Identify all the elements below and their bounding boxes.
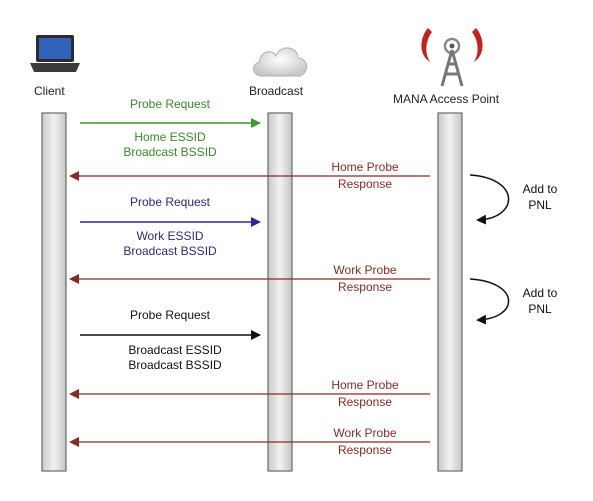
probe2-title: Probe Request xyxy=(129,195,211,209)
broadcast-lifeline xyxy=(267,112,293,472)
probe1-line1: Home ESSID xyxy=(134,130,206,144)
probe2-line1: Work ESSID xyxy=(136,229,204,243)
resp4-line2: Response xyxy=(337,443,393,457)
note2-line1: Add to xyxy=(522,286,558,300)
client-label: Client xyxy=(34,84,65,98)
resp2-line1: Work Probe xyxy=(333,263,397,277)
probe1-line2: Broadcast BSSID xyxy=(123,145,217,159)
antenna-tower-icon xyxy=(421,28,483,87)
note2-line2: PNL xyxy=(528,302,552,316)
resp3-line1: Home Probe xyxy=(331,378,399,392)
ap-lifeline xyxy=(437,112,463,472)
add-to-pnl-loop-1 xyxy=(469,174,510,225)
probe3-line2: Broadcast BSSID xyxy=(128,358,222,372)
probe3-title: Probe Request xyxy=(129,308,211,322)
probe3-line1: Broadcast ESSID xyxy=(128,343,222,357)
add-to-pnl-loop-2 xyxy=(469,278,510,325)
resp4-line1: Work Probe xyxy=(333,426,397,440)
note1-line2: PNL xyxy=(528,198,552,212)
probe2-line2: Broadcast BSSID xyxy=(123,244,217,258)
resp1-line1: Home Probe xyxy=(331,160,399,174)
laptop-icon xyxy=(30,35,80,72)
probe1-title: Probe Request xyxy=(129,97,211,111)
broadcast-label: Broadcast xyxy=(249,84,304,98)
client-lifeline xyxy=(41,112,67,472)
ap-label: MANA Access Point xyxy=(393,92,500,106)
add-to-pnl-note-2: Add to PNL xyxy=(512,285,568,317)
resp1-line2: Response xyxy=(337,177,393,191)
resp2-line2: Response xyxy=(337,280,393,294)
note1-line1: Add to xyxy=(522,182,558,196)
add-to-pnl-note-1: Add to PNL xyxy=(512,181,568,213)
cloud-icon xyxy=(253,47,307,77)
resp3-line2: Response xyxy=(337,395,393,409)
